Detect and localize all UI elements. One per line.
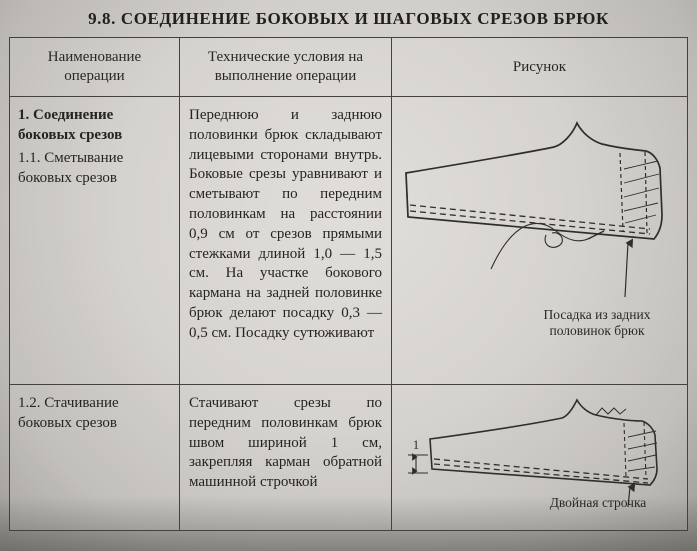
conditions-text: Переднюю и заднюю половинки брюк складыв… <box>189 107 382 341</box>
seam-width-label: 1 <box>413 437 420 452</box>
figure-cell-basting: Посадка из задних половинок брюк <box>391 96 688 385</box>
figure-wrap-stitching: 1 <box>396 393 683 511</box>
operation-cell-basting: 1. Соединение боковых срезов 1.1. Сметыв… <box>9 96 180 385</box>
section-title: 9.8. СОЕДИНЕНИЕ БОКОВЫХ И ШАГОВЫХ СРЕЗОВ… <box>88 9 609 28</box>
col-header-operation: Наименование операции <box>9 37 180 97</box>
table-row-basting: 1. Соединение боковых срезов 1.1. Сметыв… <box>9 96 688 385</box>
trouser-stitching-diagram: 1 <box>408 398 658 508</box>
figure-cell-stitching: 1 <box>391 384 688 531</box>
header-row: Наименование операции Технические услови… <box>9 37 688 97</box>
figure-caption-stitching: Двойная строчка <box>549 494 647 510</box>
conditions-text: Стачивают срезы по передним половинкам б… <box>189 395 382 491</box>
col-header-conditions: Технические условия на выполнение операц… <box>179 37 392 97</box>
figure-caption-basting: Посадка из задних половинок брюк <box>543 306 651 338</box>
table-row-stitching: 1.2. Стачивание боковых срезов Стачивают… <box>9 384 688 531</box>
operation-name: 1.1. Сметывание боковых срезов <box>18 150 124 186</box>
operation-cell-stitching: 1.2. Стачивание боковых срезов <box>9 384 180 531</box>
operation-name: 1.2. Стачивание боковых срезов <box>18 395 119 431</box>
conditions-cell-basting: Переднюю и заднюю половинки брюк складыв… <box>179 96 392 385</box>
figure-wrap-basting: Посадка из задних половинок брюк <box>396 103 683 341</box>
col-header-figure: Рисунок <box>391 37 688 97</box>
conditions-cell-stitching: Стачивают срезы по передним половинкам б… <box>179 384 392 531</box>
trouser-basting-diagram <box>405 120 663 298</box>
operations-table: Наименование операции Технические услови… <box>9 37 688 531</box>
operation-group-title: 1. Соединение боковых срезов <box>18 107 123 143</box>
